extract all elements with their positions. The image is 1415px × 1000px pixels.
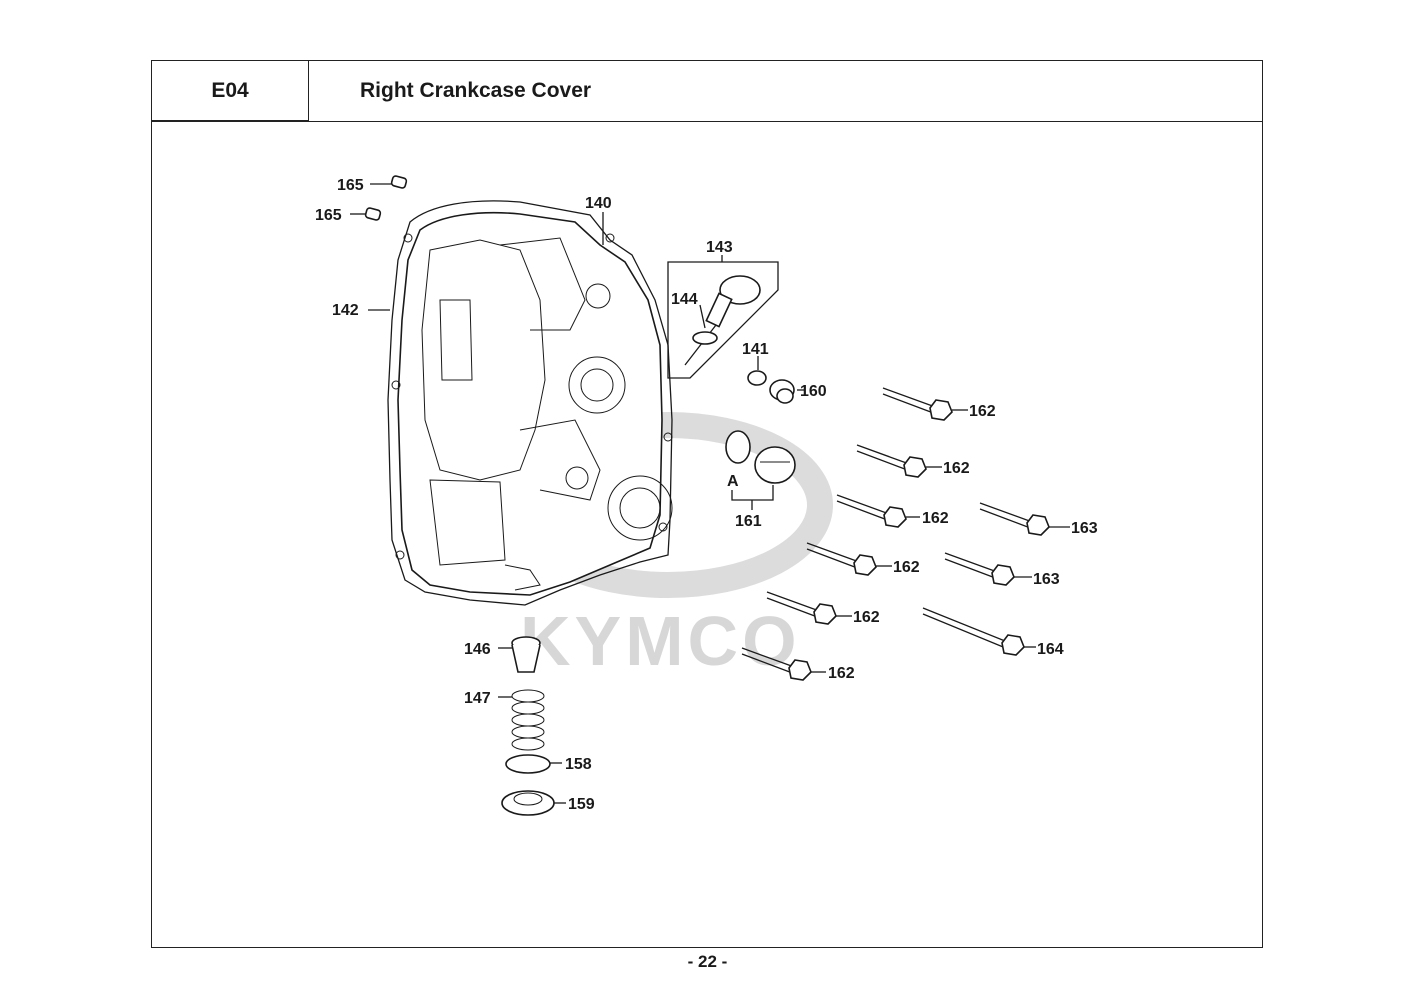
callout-161: 161 — [735, 513, 762, 530]
callout-158: 158 — [565, 756, 592, 773]
drain-plug-160[interactable] — [769, 379, 795, 404]
callout-162-e: 162 — [853, 609, 880, 626]
right-crankcase-cover-140[interactable] — [397, 211, 663, 596]
callout-163-b: 163 — [1033, 571, 1060, 588]
bolt-162-b[interactable] — [856, 444, 927, 478]
bolt-162-e[interactable] — [766, 591, 837, 625]
callout-146: 146 — [464, 641, 491, 658]
gasket-142[interactable] — [387, 200, 673, 606]
page-title: Right Crankcase Cover — [308, 60, 1263, 121]
oil-level-gauge-bracket-143 — [667, 261, 779, 379]
strainer-cap-159[interactable] — [501, 790, 555, 816]
callout-141: 141 — [742, 341, 769, 358]
diagram-frame — [151, 121, 1263, 948]
oil-dipstick-144[interactable] — [684, 275, 761, 366]
plug-cap-161[interactable] — [754, 446, 796, 484]
callout-162-f: 162 — [828, 665, 855, 682]
callout-144: 144 — [671, 291, 698, 308]
oil-strainer-screen-146[interactable] — [511, 636, 541, 673]
callout-165-a: 165 — [337, 177, 364, 194]
callout-165-b: 165 — [315, 207, 342, 224]
callout-143: 143 — [706, 239, 733, 256]
bolt-162-a[interactable] — [882, 387, 953, 421]
callout-164: 164 — [1037, 641, 1064, 658]
bolt-162-c[interactable] — [836, 494, 907, 528]
callout-161-ref-a: A — [727, 473, 739, 490]
section-code: E04 — [151, 60, 309, 121]
callout-142: 142 — [332, 302, 359, 319]
o-ring-161[interactable] — [725, 430, 751, 464]
callout-162-a: 162 — [969, 403, 996, 420]
washer-141[interactable] — [747, 370, 767, 386]
callout-162-b: 162 — [943, 460, 970, 477]
bolt-164[interactable] — [922, 607, 1025, 656]
bolt-162-d[interactable] — [806, 542, 877, 576]
bolt-162-f[interactable] — [741, 647, 812, 681]
dowel-pin-165-a[interactable] — [390, 175, 408, 189]
spring-147[interactable] — [511, 689, 545, 751]
callout-162-d: 162 — [893, 559, 920, 576]
bolt-163-a[interactable] — [979, 502, 1050, 536]
callout-140: 140 — [585, 195, 612, 212]
callout-162-c: 162 — [922, 510, 949, 527]
callout-159: 159 — [568, 796, 595, 813]
page-number: - 22 - — [687, 952, 728, 971]
dowel-pin-165-b[interactable] — [364, 207, 382, 221]
bolt-163-b[interactable] — [944, 552, 1015, 586]
watermark-text: KYMCO — [520, 602, 801, 680]
callout-147: 147 — [464, 690, 491, 707]
o-ring-158[interactable] — [505, 754, 551, 774]
callout-163-a: 163 — [1071, 520, 1098, 537]
callout-160: 160 — [800, 383, 827, 400]
